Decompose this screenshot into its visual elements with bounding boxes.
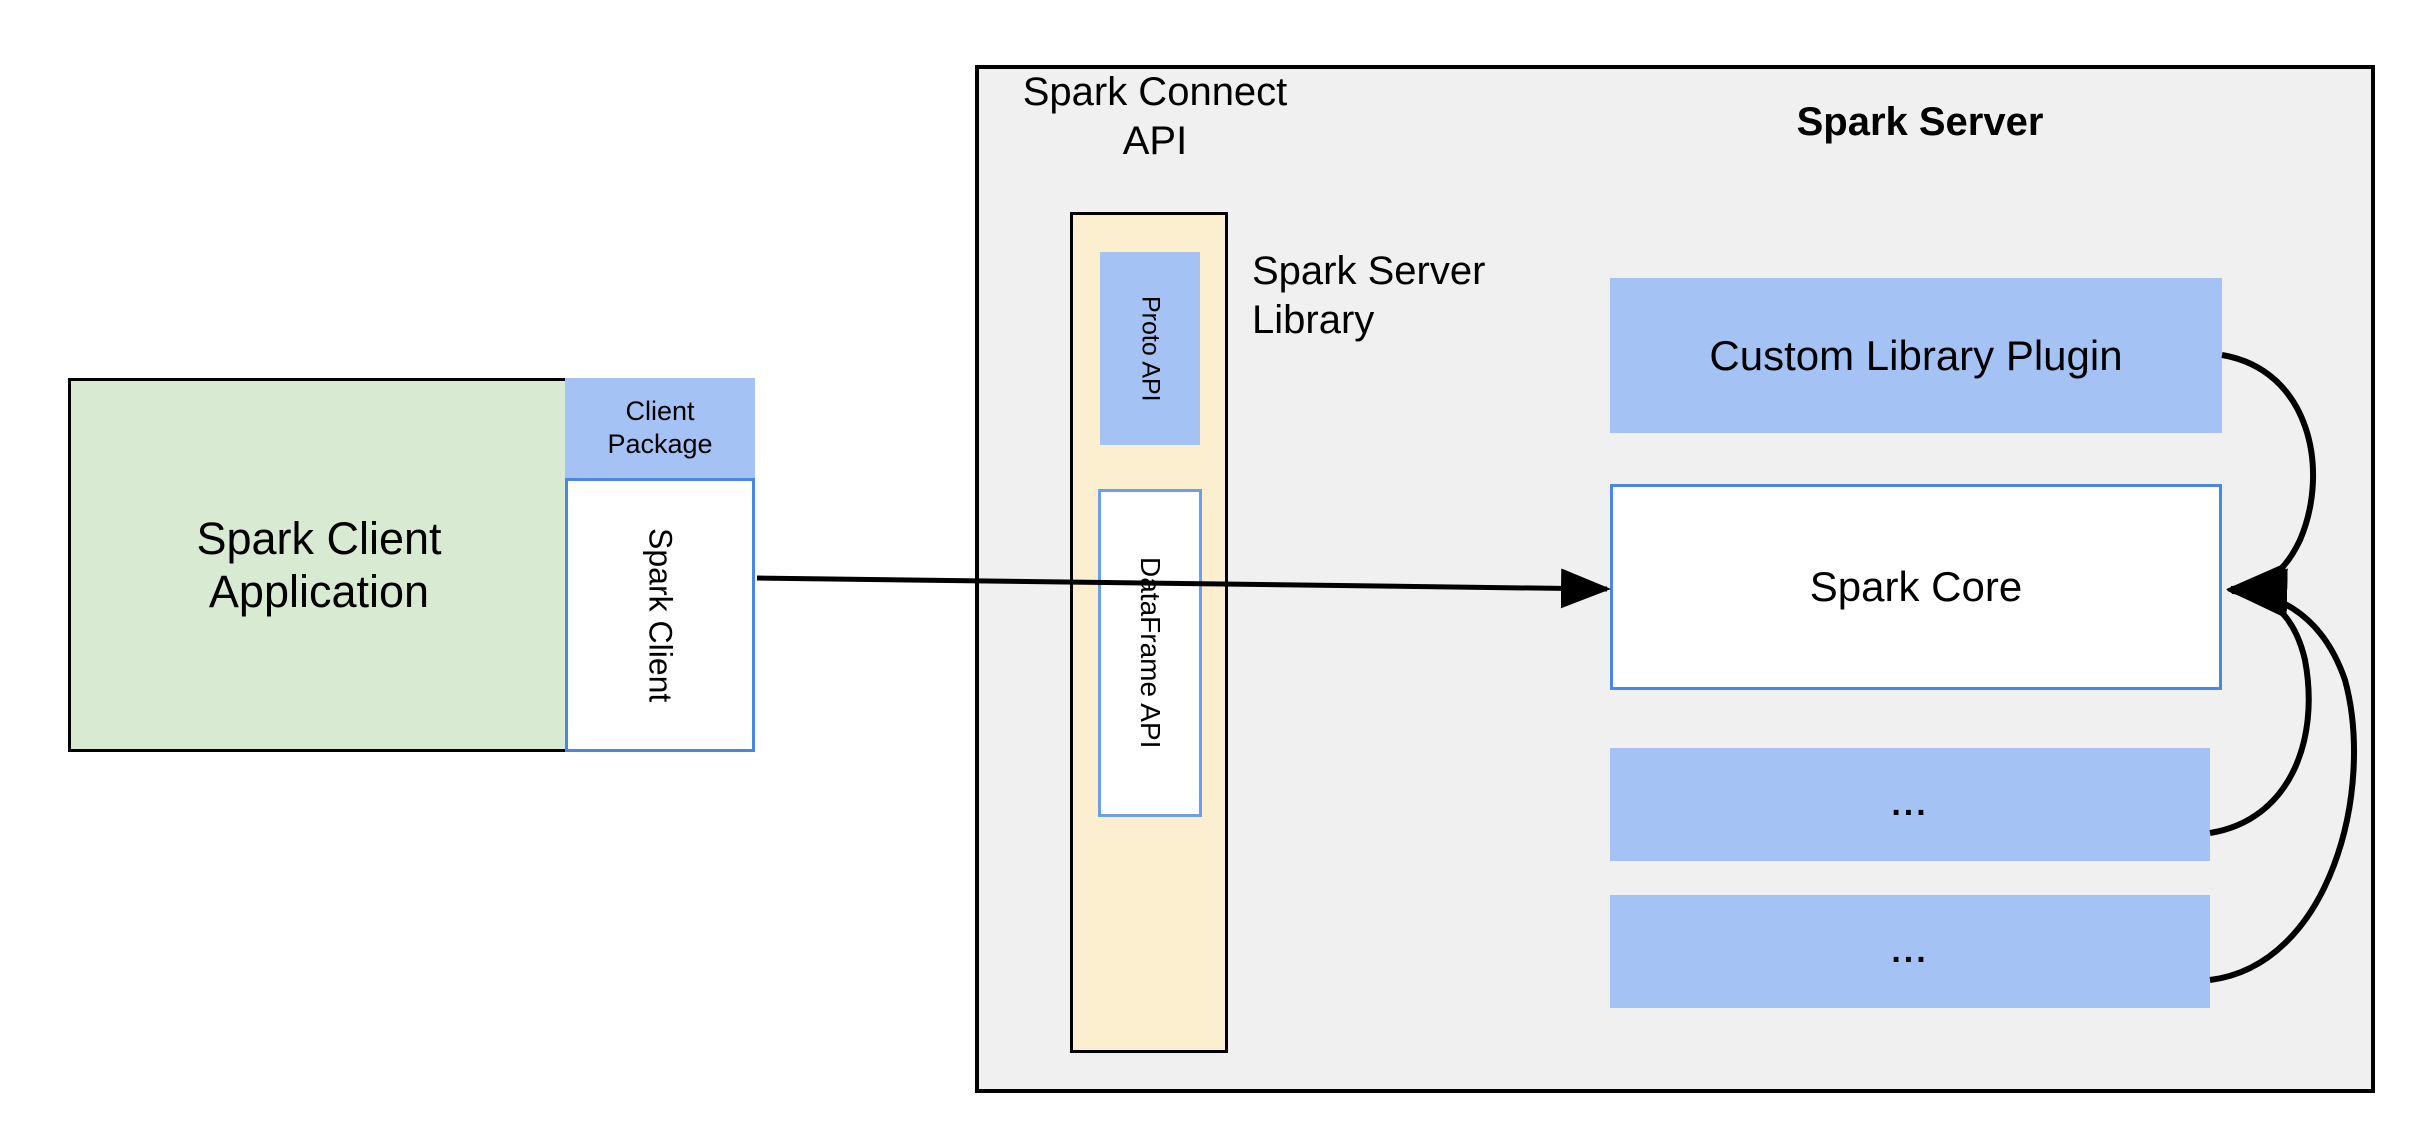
ellipsis-box-1-label: ... bbox=[1891, 785, 1929, 823]
dataframe-api-box[interactable]: DataFrame API bbox=[1098, 489, 1202, 817]
custom-library-plugin-box[interactable]: Custom Library Plugin bbox=[1610, 278, 2222, 433]
spark-server-library-label: Spark Server Library bbox=[1252, 247, 1582, 345]
spark-server-title: Spark Server bbox=[1796, 100, 2044, 144]
ellipsis-box-2-label: ... bbox=[1891, 932, 1929, 970]
spark-client-box[interactable]: Spark Client bbox=[565, 478, 755, 752]
spark-client-application-line1: Spark Client bbox=[196, 512, 442, 564]
client-package-line1: Client bbox=[625, 396, 695, 427]
ellipsis-box-1[interactable]: ... bbox=[1610, 748, 2210, 861]
ellipsis-box-2[interactable]: ... bbox=[1610, 895, 2210, 1008]
spark-client-application-line2: Application bbox=[208, 566, 430, 617]
spark-connect-api-label-line1: Spark Connect bbox=[1022, 70, 1288, 114]
proto-api-box[interactable]: Proto API bbox=[1100, 252, 1200, 445]
proto-api-label: Proto API bbox=[1136, 295, 1165, 402]
spark-connect-api-label: Spark Connect API bbox=[1010, 68, 1300, 166]
spark-client-application-box[interactable]: Spark Client Application bbox=[68, 378, 570, 752]
spark-server-library-line1: Spark Server bbox=[1252, 249, 1486, 293]
client-package-box[interactable]: Client Package bbox=[565, 378, 755, 478]
custom-library-plugin-label: Custom Library Plugin bbox=[1709, 331, 2123, 379]
spark-core-box[interactable]: Spark Core bbox=[1610, 484, 2222, 690]
client-package-line2: Package bbox=[607, 429, 713, 459]
spark-core-label: Spark Core bbox=[1809, 563, 2023, 610]
dataframe-api-label: DataFrame API bbox=[1135, 557, 1166, 749]
spark-server-library-line2: Library bbox=[1252, 297, 1375, 342]
spark-client-label: Spark Client bbox=[642, 527, 679, 703]
spark-connect-api-label-line2: API bbox=[1122, 118, 1188, 163]
